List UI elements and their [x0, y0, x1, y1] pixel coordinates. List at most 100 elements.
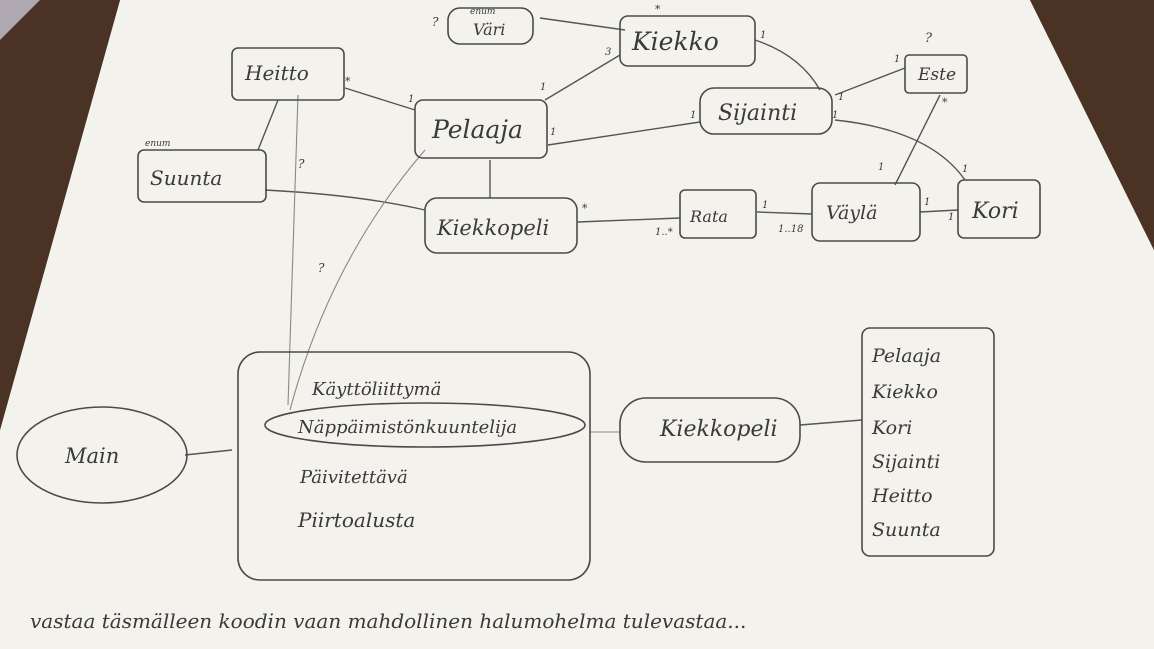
pelaaja-question: ?: [318, 261, 325, 275]
vayla-label: Väylä: [826, 202, 877, 224]
kori-label: Kori: [971, 199, 1019, 224]
edges: [184, 17, 966, 456]
kori-vayla-mult: 1: [948, 212, 954, 223]
node-pelaaja: Pelaaja 1 ?: [318, 99, 556, 275]
vari-box: [447, 7, 534, 45]
heitto-label: Heitto: [244, 61, 309, 85]
main-ellipse: [16, 406, 188, 504]
ui-paivitettava: Päivitettävä: [299, 467, 408, 488]
sijainti-box: [699, 87, 833, 135]
rata-box: [679, 189, 757, 239]
edge-heitto-pelaaja: [344, 87, 416, 111]
node-suunta: enum Suunta: [137, 139, 267, 203]
vari-question: ?: [432, 15, 439, 29]
heitto-pelaaja-mult: *: [345, 75, 351, 88]
pelaaja-heitto-mult: 1: [408, 94, 414, 105]
edge-heitto-kayttoliittyma: [287, 94, 299, 406]
node-vayla: Väylä 1 1: [811, 182, 954, 242]
pelaaja-kiekko-mult: 1: [540, 82, 546, 93]
node-kori: Kori 1: [957, 164, 1041, 239]
class-list-item: Kiekko: [871, 381, 938, 403]
class-list-item: Heitto: [871, 485, 933, 507]
suunta-stereotype: enum: [145, 139, 170, 149]
kiekkopeli-lower-label: Kiekkopeli: [659, 417, 778, 442]
ui-piirtoalusta: Piirtoalusta: [297, 508, 415, 532]
kiekkopeli-box: [424, 197, 578, 254]
edge-pelaaja-sijainti: [547, 121, 701, 146]
edge-kiekko-vari: [539, 17, 626, 31]
rata-kiekkopeli-mult: 1..*: [655, 227, 673, 238]
ui-nappaimisto: Näppäimistönkuuntelija: [297, 417, 517, 438]
pelaaja-sijainti-mult: 1: [550, 127, 556, 138]
suunta-label: Suunta: [150, 166, 222, 190]
edge-kiekko-sijainti: [754, 39, 821, 91]
kiekkopeli-lower-box: [619, 397, 801, 463]
edge-vayla-kori: [919, 209, 959, 213]
este-sijainti-mult: 1: [894, 54, 900, 65]
vayla-rata-mult: 1..18: [778, 224, 803, 235]
vayla-este-mult: 1: [878, 162, 884, 173]
class-list-box: Pelaaja Kiekko Kori Sijainti Heitto Suun…: [861, 327, 995, 557]
sijainti-pelaaja-mult: 1: [690, 110, 696, 121]
edge-list-kiekkopeli: [799, 419, 863, 426]
este-box: [904, 54, 968, 94]
edge-este-sijainti: [834, 67, 906, 96]
kori-box: [957, 179, 1041, 239]
node-kiekko: Kiekko * 3 1 1: [540, 3, 766, 93]
kiekko-sijainti-mult: 1: [760, 30, 766, 41]
edge-kiekkopeli-rata: [577, 217, 681, 223]
class-list-item: Sijainti: [872, 451, 940, 473]
ui-kayttoliittyma: Käyttöliittymä: [311, 379, 441, 400]
node-sijainti: Sijainti 1 1 1: [690, 87, 844, 135]
pelaaja-box: [414, 99, 548, 159]
sijainti-este-mult: 1: [838, 92, 844, 103]
edge-kiekko-pelaaja: [544, 54, 621, 101]
heitto-box: [231, 47, 345, 101]
edge-rata-vayla: [756, 211, 813, 215]
este-vayla-mult: *: [942, 96, 948, 109]
kiekko-label: Kiekko: [631, 27, 719, 56]
desk-left: [0, 0, 120, 430]
node-rata: Rata 1 1..18: [679, 189, 803, 239]
node-heitto: Heitto * 1 ?: [231, 47, 414, 171]
heitto-question: ?: [298, 157, 305, 171]
vayla-box: [811, 182, 921, 242]
edge-este-vayla: [894, 94, 941, 186]
footer-note: vastaa täsmälleen koodin vaan mahdolline…: [30, 609, 746, 633]
edge-kiekkopeli-suunta: [264, 189, 426, 211]
este-question: ?: [925, 31, 933, 46]
kori-sijainti-mult: 1: [832, 110, 838, 121]
desk-right: [1030, 0, 1154, 250]
class-list-item: Kori: [871, 417, 912, 439]
class-list-frame: [861, 327, 995, 557]
edge-pelaaja-kayttoliittyma: [289, 149, 426, 411]
sijainti-label: Sijainti: [718, 101, 797, 126]
kiekko-vari-mult: *: [655, 3, 661, 16]
ui-nappaimisto-ellipse: [264, 402, 586, 448]
class-list-item: Pelaaja: [871, 345, 941, 367]
kori-sijainti-end: 1: [962, 164, 968, 175]
pelaaja-label: Pelaaja: [431, 115, 523, 144]
ui-package: Käyttöliittymä Näppäimistönkuuntelija Pä…: [237, 351, 591, 581]
node-main: Main: [16, 406, 188, 504]
node-vari: enum Väri ?: [432, 7, 534, 45]
paper-corner: [0, 0, 40, 40]
class-list-item: Suunta: [872, 519, 941, 541]
edge-heitto-suunta: [257, 99, 279, 151]
node-kiekkopeli: Kiekkopeli * 1..*: [424, 197, 673, 254]
suunta-box: [137, 149, 267, 203]
edge-main-ui: [184, 449, 233, 456]
node-este: Este ? 1 * 1: [878, 31, 968, 173]
kiekkopeli-label: Kiekkopeli: [436, 216, 549, 240]
vayla-kori-mult: 1: [924, 197, 930, 208]
kiekko-pelaaja-mult: 3: [605, 47, 611, 58]
ui-package-box: [237, 351, 591, 581]
vari-label: Väri: [473, 20, 505, 39]
edge-kori-sijainti: [834, 119, 966, 181]
kiekko-box: [619, 15, 756, 67]
rata-label: Rata: [689, 207, 728, 226]
este-label: Este: [917, 65, 956, 85]
